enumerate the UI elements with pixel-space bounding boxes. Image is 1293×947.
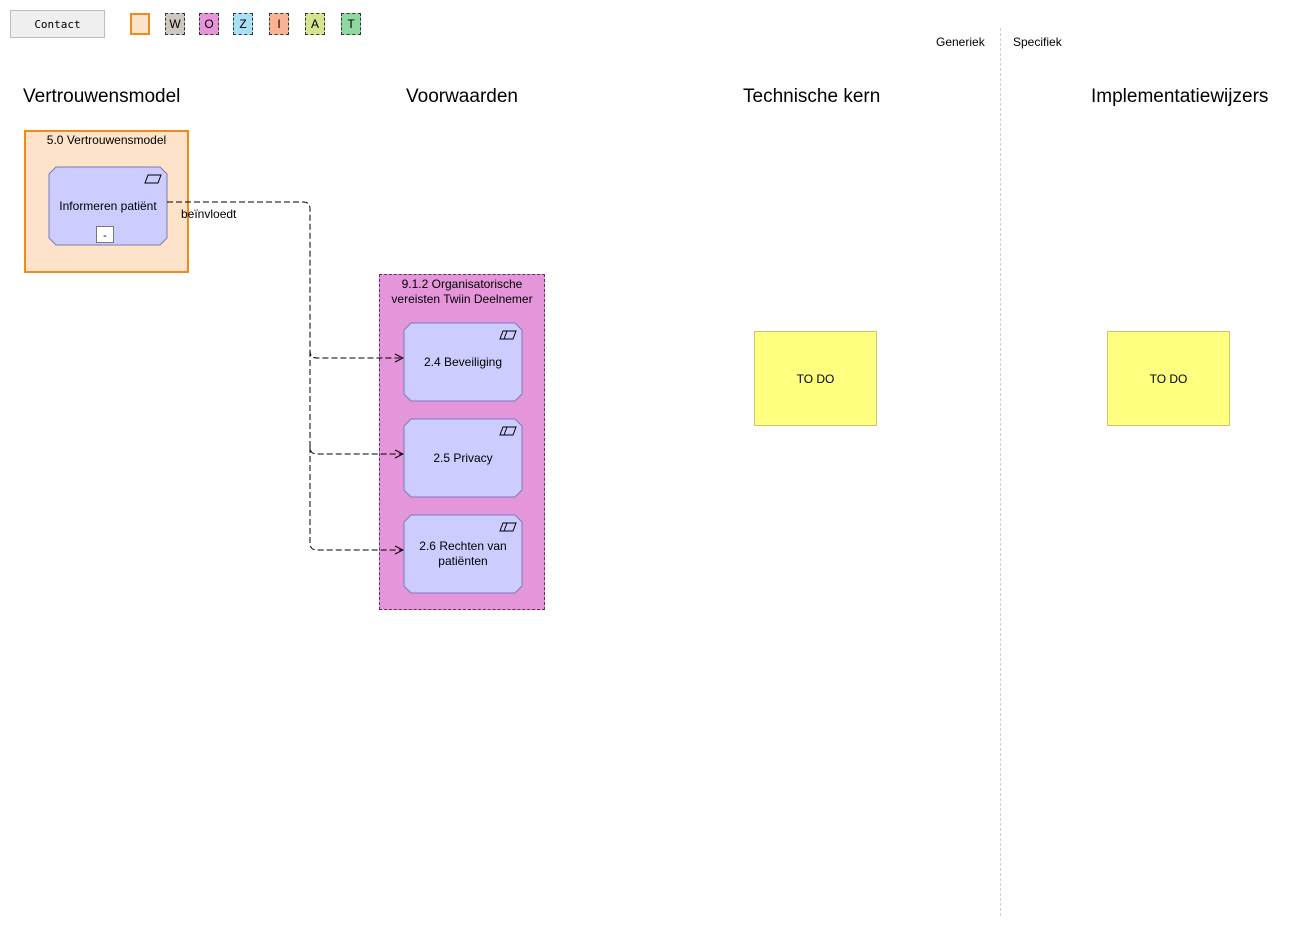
group-organisatorische-vereisten-label: 9.1.2 Organisatorische vereisten Twiin D… bbox=[391, 277, 533, 306]
column-title-voorwaarden: Voorwaarden bbox=[406, 86, 518, 107]
node-beveiliging[interactable] bbox=[403, 322, 523, 402]
node-informeren-patient[interactable] bbox=[48, 166, 168, 246]
contact-button[interactable]: Contact bbox=[10, 10, 105, 38]
node-rechten-van-patienten[interactable] bbox=[403, 514, 523, 594]
legend-swatch-plain[interactable] bbox=[130, 13, 150, 35]
legend-swatch-o[interactable]: O bbox=[199, 13, 219, 35]
legend-swatch-w[interactable]: W bbox=[165, 13, 185, 35]
principle-icon bbox=[499, 522, 517, 532]
group-vertrouwensmodel-label: 5.0 Vertrouwensmodel bbox=[46, 133, 167, 147]
influence-connectors[interactable] bbox=[167, 201, 403, 550]
node-rechten-van-patienten-label: 2.6 Rechten van patiënten bbox=[419, 539, 507, 568]
connector-to-beveiliging bbox=[167, 201, 403, 358]
node-privacy[interactable] bbox=[403, 418, 523, 498]
todo-note-technische-kern[interactable]: TO DO bbox=[754, 331, 877, 426]
legend-swatch-i[interactable]: I bbox=[269, 13, 289, 35]
connector-to-privacy bbox=[309, 351, 403, 454]
todo-note-implementatiewijzers[interactable]: TO DO bbox=[1107, 331, 1230, 426]
node-informeren-patient-label: Informeren patiënt bbox=[59, 198, 157, 213]
column-title-implementatiewijzers: Implementatiewijzers bbox=[1091, 86, 1269, 107]
node-beveiliging-label: 2.4 Beveiliging bbox=[423, 354, 503, 369]
requirement-icon bbox=[144, 174, 162, 184]
node-privacy-label: 2.5 Privacy bbox=[433, 450, 493, 465]
column-title-technische-kern: Technische kern bbox=[743, 86, 881, 107]
principle-icon bbox=[499, 426, 517, 436]
legend-swatch-z[interactable]: Z bbox=[233, 13, 253, 35]
legend-swatch-a[interactable]: A bbox=[305, 13, 325, 35]
principle-icon bbox=[499, 330, 517, 340]
node-informeren-collapse-marker[interactable]: - bbox=[96, 226, 114, 243]
column-divider bbox=[1000, 28, 1001, 916]
connector-label: beïnvloedt bbox=[181, 207, 237, 221]
specific-label: Specifiek bbox=[1013, 35, 1062, 49]
connector-to-rechten bbox=[309, 447, 403, 550]
column-title-vertrouwensmodel: Vertrouwensmodel bbox=[23, 86, 181, 107]
generic-label: Generiek bbox=[936, 35, 985, 49]
legend-swatch-t[interactable]: T bbox=[341, 13, 361, 35]
